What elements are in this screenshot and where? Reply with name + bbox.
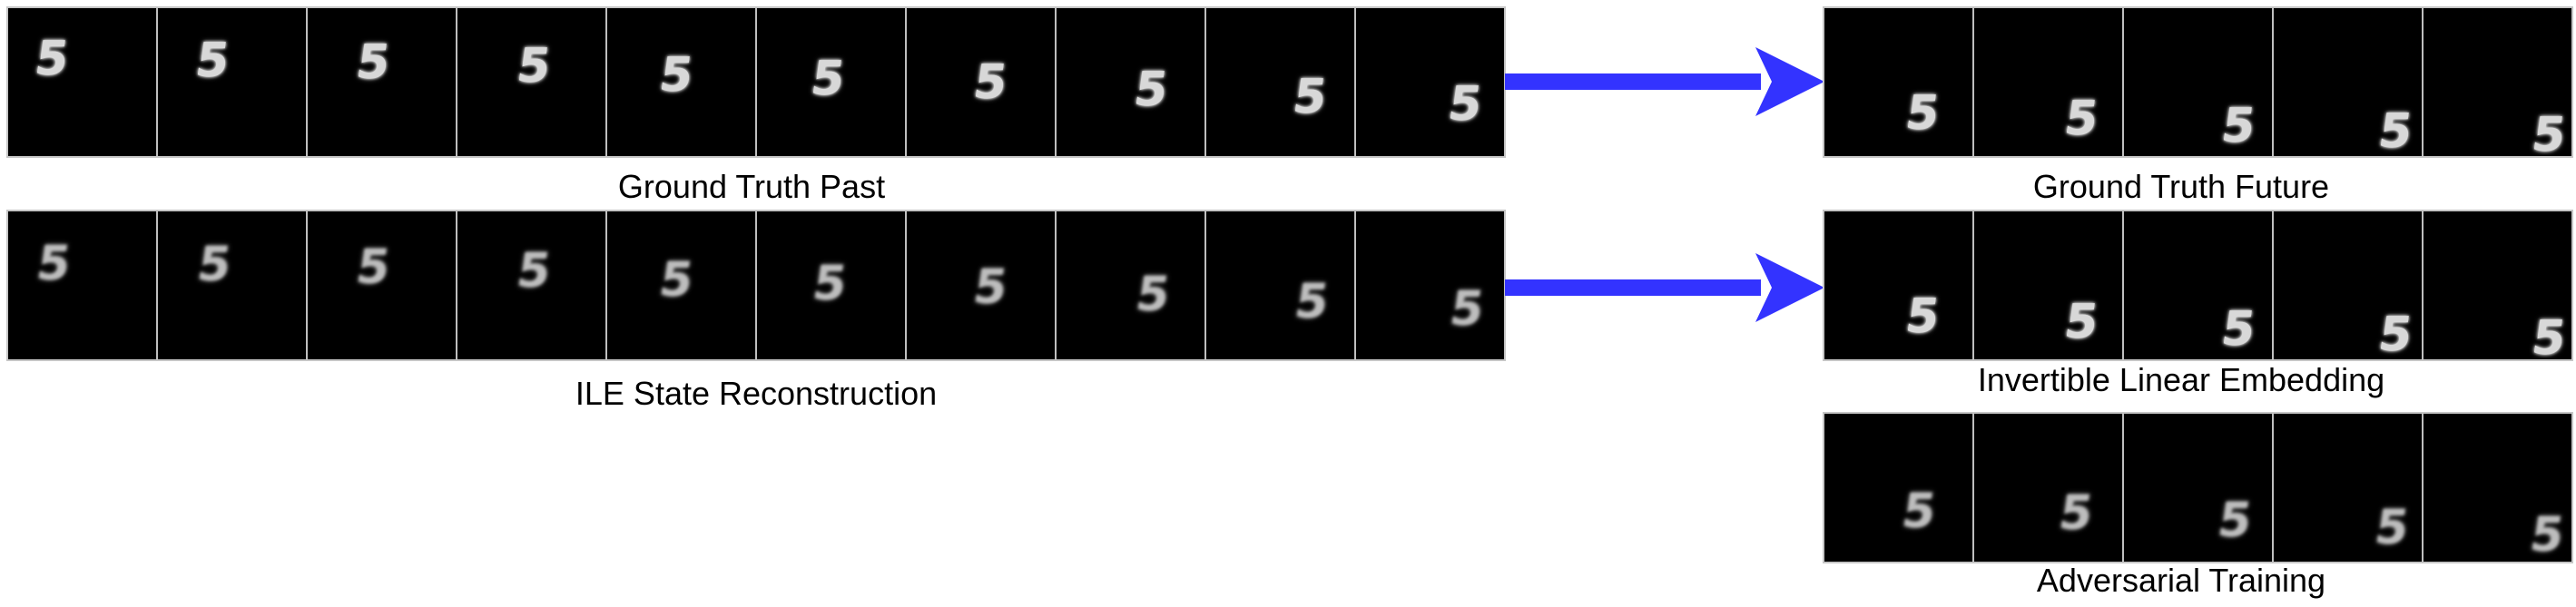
digit-five: 5: [31, 32, 73, 86]
digit-five: 5: [1898, 485, 1940, 539]
digit-five: 5: [2526, 508, 2568, 562]
ile-frame: 5: [2124, 211, 2272, 359]
past-frame: 5: [158, 8, 306, 156]
reconstruction-frame: 5: [1206, 211, 1354, 359]
future-frame: 5: [2124, 8, 2272, 156]
digit-five: 5: [2217, 99, 2259, 153]
right-arrow-icon: [1505, 253, 1824, 322]
reconstruction-frame: 5: [457, 211, 605, 359]
digit-five: 5: [513, 244, 555, 299]
digit-five: 5: [1291, 275, 1332, 329]
reconstruction-frame: 5: [158, 211, 306, 359]
digit-five: 5: [2374, 104, 2416, 156]
adversarial-frame: 5: [1824, 414, 1972, 562]
digit-five: 5: [2055, 486, 2097, 541]
adversarial-prediction-caption: Adversarial Training: [2036, 562, 2326, 599]
digit-five: 5: [2371, 501, 2413, 555]
future-frame: 5: [2424, 8, 2571, 156]
future-frame: 5: [1824, 8, 1972, 156]
ile-prediction-caption: Invertible Linear Embedding: [1977, 361, 2385, 398]
digit-five: 5: [2374, 308, 2416, 359]
past-frame: 5: [1356, 8, 1504, 156]
adversarial-frame: 5: [2274, 414, 2422, 562]
ground-truth-past-caption: Ground Truth Past: [617, 168, 886, 205]
ground-truth-future-strip: 5 5 5 5 5: [1823, 6, 2573, 158]
digit-five: 5: [655, 253, 697, 308]
digit-five: 5: [809, 257, 850, 311]
digit-five: 5: [807, 52, 849, 106]
digit-five: 5: [2060, 92, 2102, 146]
past-frame: 5: [1057, 8, 1204, 156]
adversarial-frame: 5: [1974, 414, 2122, 562]
ile-reconstruction-caption: ILE State Reconstruction: [575, 375, 938, 412]
adversarial-prediction-strip: 5 5 5 5 5: [1823, 412, 2573, 563]
digit-five: 5: [2214, 494, 2256, 548]
digit-five: 5: [969, 55, 1011, 110]
reconstruction-frame: 5: [1057, 211, 1204, 359]
digit-five: 5: [352, 35, 394, 90]
adversarial-frame: 5: [2124, 414, 2272, 562]
digit-five: 5: [1132, 268, 1174, 322]
reconstruction-frame: 5: [1356, 211, 1504, 359]
past-frame: 5: [8, 8, 156, 156]
ile-frame: 5: [2424, 211, 2571, 359]
digit-five: 5: [2217, 302, 2259, 357]
reconstruction-frame: 5: [907, 211, 1055, 359]
ile-frame: 5: [2274, 211, 2422, 359]
past-frame: 5: [308, 8, 456, 156]
digit-five: 5: [969, 260, 1011, 315]
digit-five: 5: [1444, 77, 1486, 132]
adversarial-frame: 5: [2424, 414, 2571, 562]
digit-five: 5: [192, 34, 233, 88]
digit-five: 5: [2528, 311, 2570, 359]
reconstruction-frame: 5: [757, 211, 905, 359]
digit-five: 5: [1902, 86, 1943, 141]
digit-five: 5: [655, 48, 697, 103]
digit-five: 5: [1289, 70, 1331, 124]
past-frame: 5: [607, 8, 755, 156]
digit-five: 5: [193, 238, 235, 292]
digit-five: 5: [1446, 282, 1488, 337]
past-frame: 5: [457, 8, 605, 156]
ground-truth-past-strip: 5 5 5 5 5 5 5 5 5 5: [6, 6, 1506, 158]
digit-five: 5: [513, 39, 555, 93]
right-arrow-icon: [1505, 47, 1824, 116]
digit-five: 5: [2060, 295, 2102, 349]
future-frame: 5: [1974, 8, 2122, 156]
ile-frame: 5: [1824, 211, 1972, 359]
digit-five: 5: [1130, 63, 1172, 117]
past-frame: 5: [907, 8, 1055, 156]
reconstruction-frame: 5: [308, 211, 456, 359]
ile-prediction-strip: 5 5 5 5 5: [1823, 210, 2573, 361]
future-frame: 5: [2274, 8, 2422, 156]
digit-five: 5: [33, 237, 74, 291]
past-frame: 5: [757, 8, 905, 156]
ground-truth-future-caption: Ground Truth Future: [2032, 168, 2330, 205]
reconstruction-frame: 5: [8, 211, 156, 359]
digit-five: 5: [352, 240, 394, 295]
digit-five: 5: [2528, 108, 2570, 156]
reconstruction-frame: 5: [607, 211, 755, 359]
past-frame: 5: [1206, 8, 1354, 156]
digit-five: 5: [1902, 289, 1943, 344]
ile-reconstruction-strip: 5 5 5 5 5 5 5 5 5 5: [6, 210, 1506, 361]
ile-frame: 5: [1974, 211, 2122, 359]
